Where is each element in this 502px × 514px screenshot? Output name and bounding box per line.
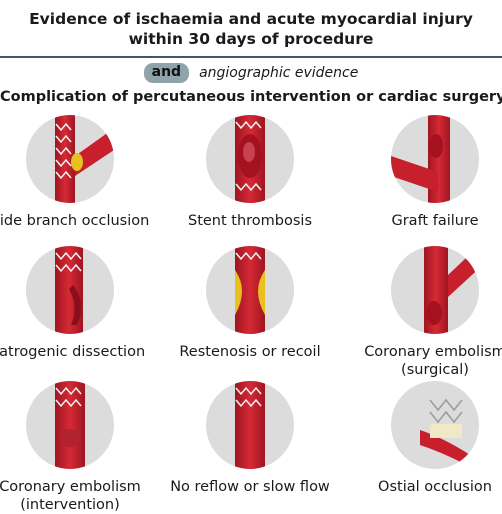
title-line-1: Evidence of ischaemia and acute myocardi… bbox=[29, 10, 473, 28]
restenosis-icon bbox=[206, 246, 294, 334]
item-no-reflow-or-slow-flow: No reflow or slow flow bbox=[166, 380, 334, 496]
ostial-occlusion-icon bbox=[391, 381, 479, 469]
item-label: No reflow or slow flow bbox=[170, 479, 330, 495]
side-branch-occlusion-icon bbox=[26, 115, 114, 203]
item-label: Ostial occlusion bbox=[378, 479, 492, 495]
stent-thrombosis-icon bbox=[206, 115, 294, 203]
coronary-embolism-surgical-icon bbox=[391, 246, 479, 334]
item-coronary-embolism-surgical: Coronary embolism (surgical) bbox=[351, 245, 502, 379]
item-label: Restenosis or recoil bbox=[179, 344, 321, 360]
iatrogenic-dissection-icon bbox=[26, 246, 114, 334]
item-coronary-embolism-intervention: Coronary embolism (intervention) bbox=[0, 380, 154, 514]
item-label-2: (intervention) bbox=[20, 497, 120, 513]
item-label: Stent thrombosis bbox=[187, 213, 313, 229]
item-label: Iatrogenic dissection bbox=[0, 344, 146, 360]
connector-text: angiographic evidence bbox=[199, 65, 359, 81]
item-iatrogenic-dissection: Iatrogenic dissection bbox=[0, 245, 154, 361]
item-side-branch-occlusion: Side branch occlusion bbox=[0, 114, 154, 230]
and-pill: and bbox=[143, 63, 190, 83]
item-label: Coronary embolism bbox=[0, 479, 141, 495]
header-title: Evidence of ischaemia and acute myocardi… bbox=[0, 0, 502, 56]
item-label: Side branch occlusion bbox=[0, 213, 150, 229]
item-stent-thrombosis: Stent thrombosis bbox=[166, 114, 334, 230]
graft-failure-icon bbox=[391, 115, 479, 203]
item-ostial-occlusion: Ostial occlusion bbox=[351, 380, 502, 496]
header-divider bbox=[0, 56, 502, 58]
no-reflow-icon bbox=[206, 381, 294, 469]
item-label: Coronary embolism bbox=[364, 344, 502, 360]
title-line-2: within 30 days of procedure bbox=[128, 30, 374, 48]
item-restenosis-or-recoil: Restenosis or recoil bbox=[166, 245, 334, 361]
item-label-2: (surgical) bbox=[401, 362, 469, 378]
item-label: Graft failure bbox=[391, 213, 479, 229]
coronary-embolism-intervention-icon bbox=[26, 381, 114, 469]
subtitle: Complication of percutaneous interventio… bbox=[0, 89, 502, 105]
item-graft-failure: Graft failure bbox=[351, 114, 502, 230]
connector-row: and angiographic evidence bbox=[0, 62, 502, 84]
